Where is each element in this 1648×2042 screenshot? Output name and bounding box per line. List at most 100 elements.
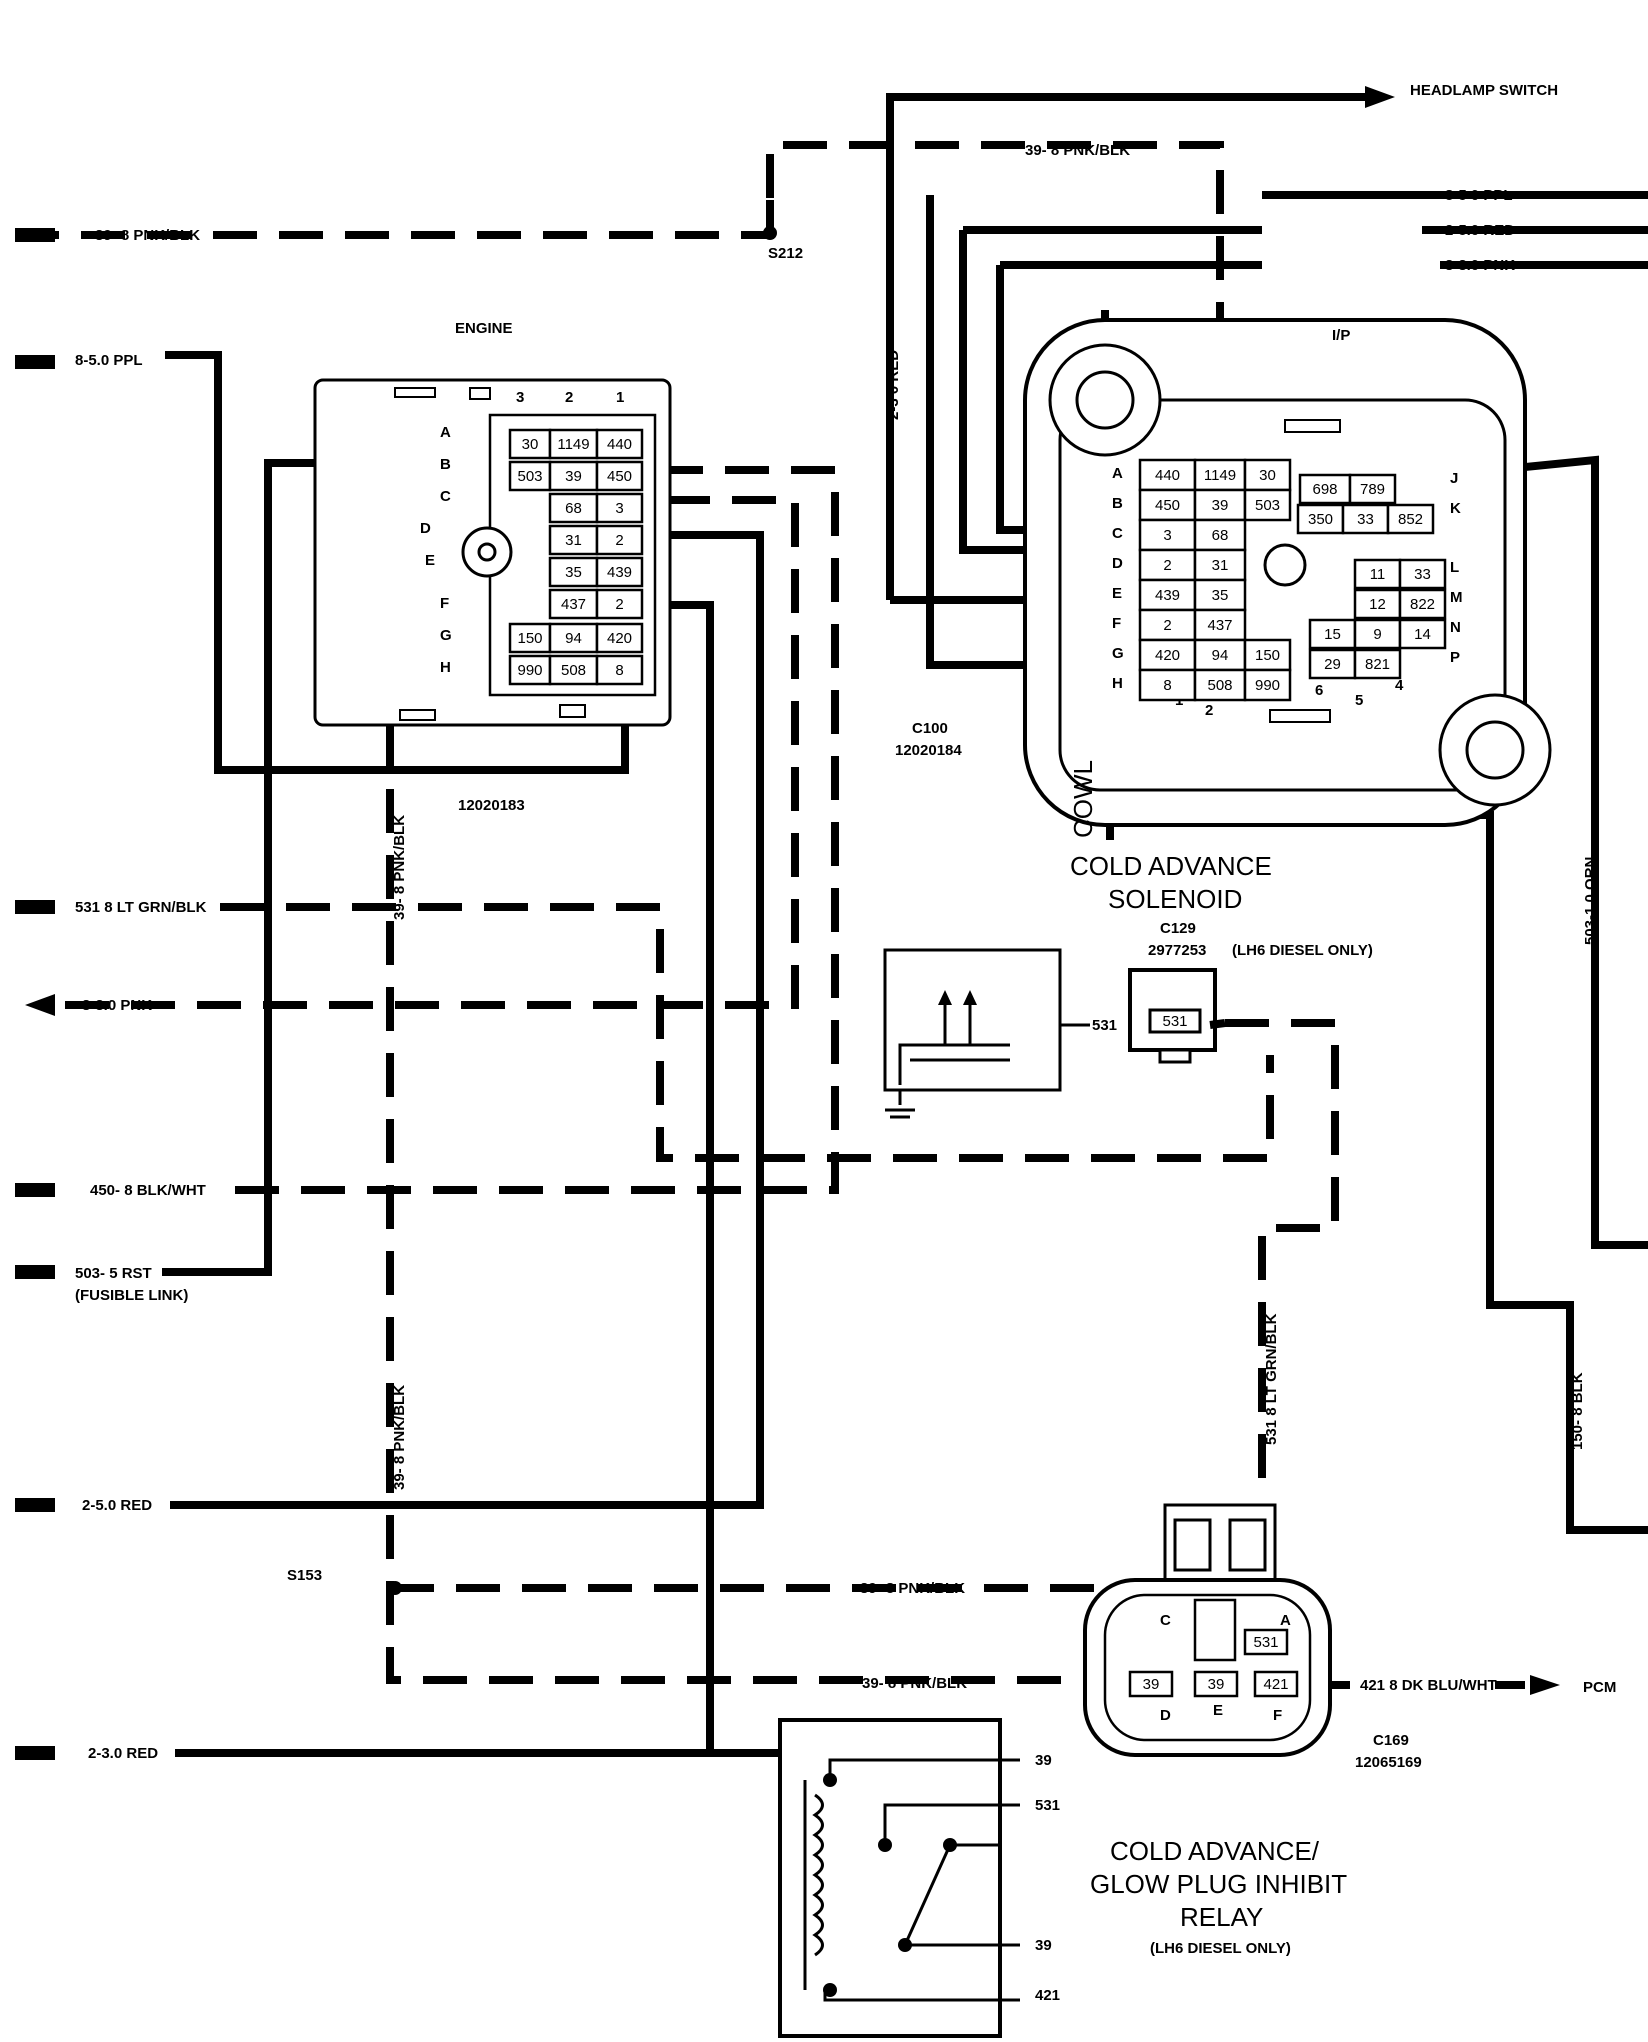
- orn-label: 503-1 0 ORN: [1582, 857, 1599, 945]
- cold-sol-2: SOLENOID: [1108, 884, 1242, 914]
- heater-pin-label: 531: [1092, 1017, 1117, 1034]
- engine-label: ENGINE: [455, 320, 513, 337]
- ip-cell-25: 11: [1370, 566, 1386, 583]
- ip-cell-7-box: [1193, 518, 1247, 552]
- ip-cell-26: 33: [1414, 566, 1431, 583]
- engine-cell-19-box: [595, 654, 644, 686]
- ip-cell-32-box: [1308, 648, 1357, 680]
- ip-row-E: E: [1112, 585, 1122, 602]
- solid-wires: [15, 86, 1648, 1760]
- ip-cell-20: 698: [1312, 481, 1337, 498]
- dkblu-label: 421 8 DK BLU/WHT: [1360, 1677, 1497, 1694]
- ip-bottom-6: 6: [1315, 682, 1323, 699]
- red-vert: 2-3 0 RED: [885, 350, 902, 420]
- ip-cell-13-box: [1193, 608, 1247, 642]
- ip-row-J: J: [1450, 470, 1458, 487]
- ip-cell-18: 508: [1207, 677, 1232, 694]
- rst-label: 503- 5 RST: [75, 1265, 152, 1282]
- engine-cell-12-box: [548, 588, 599, 620]
- engine-cell-1-box: [548, 428, 599, 460]
- ip-cell-28-box: [1398, 588, 1447, 620]
- ip-cell-16-box: [1243, 638, 1292, 672]
- engine-row-F: F: [440, 595, 449, 612]
- ip-row-D: D: [1112, 555, 1123, 572]
- cold-sol-1: COLD ADVANCE: [1070, 851, 1272, 881]
- blkwht-label: 450- 8 BLK/WHT: [90, 1182, 206, 1199]
- engine-cell-5-box: [595, 460, 644, 492]
- engine-cell-6-box: [548, 492, 599, 524]
- ip-cell-5-box: [1243, 488, 1292, 522]
- c169-cell-39a: 39: [1143, 1676, 1160, 1693]
- ip-row-H: H: [1112, 675, 1123, 692]
- engine-cell-2: 440: [607, 436, 632, 453]
- s212-label: S212: [768, 245, 803, 262]
- engine-cell-8: 31: [565, 532, 582, 549]
- pnkblk-top: 39- 8 PNK/BLK: [1025, 142, 1130, 159]
- ip-cell-2-box: [1243, 458, 1292, 492]
- ip-row-F: F: [1112, 615, 1121, 632]
- ip-row-G: G: [1112, 645, 1124, 662]
- ip-cell-32: 29: [1324, 656, 1341, 673]
- pnk-right: 3-3.0 PNK: [1445, 257, 1515, 274]
- c169-cell-531-box: [1243, 1628, 1289, 1656]
- pnkblk-v2: 39- 8 PNK/BLK: [391, 1385, 408, 1490]
- engine-cell-16: 420: [607, 630, 632, 647]
- c129-lh6: (LH6 DIESEL ONLY): [1232, 942, 1373, 959]
- relay-title-3: RELAY: [1180, 1902, 1263, 1932]
- engine-cell-11: 439: [607, 564, 632, 581]
- ip-cell-22-box: [1296, 503, 1345, 535]
- engine-cell-7: 3: [615, 500, 623, 517]
- c169-cell-39b: 39: [1208, 1676, 1225, 1693]
- engine-row-H: H: [440, 659, 451, 676]
- pcm-label: PCM: [1583, 1679, 1616, 1696]
- engine-cell-17: 990: [517, 662, 542, 679]
- relay-box: 39 531 39 421: [778, 1718, 1060, 2038]
- c100-part: 12020184: [895, 742, 962, 759]
- engine-cell-4: 39: [565, 468, 582, 485]
- engine-row-G: G: [440, 627, 452, 644]
- ip-cell-29-box: [1308, 618, 1357, 650]
- ip-cell-31: 14: [1414, 626, 1431, 643]
- engine-cell-19: 8: [615, 662, 623, 679]
- c169-cell-39b-box: [1193, 1670, 1239, 1698]
- c129-label: C129: [1160, 920, 1196, 937]
- engine-cell-0: 30: [522, 436, 539, 453]
- c169-letter-D: D: [1160, 1707, 1171, 1724]
- ip-cell-3: 450: [1155, 497, 1180, 514]
- engine-row-A: A: [440, 424, 451, 441]
- ip-cell-14: 420: [1155, 647, 1180, 664]
- relay-title-2: GLOW PLUG INHIBIT: [1090, 1869, 1347, 1899]
- ip-cell-12: 2: [1163, 617, 1171, 634]
- engine-col-2: 2: [565, 389, 573, 406]
- ip-cell-33-box: [1353, 648, 1402, 680]
- ip-row-N: N: [1450, 619, 1461, 636]
- c169-letter-C: C: [1160, 1612, 1171, 1629]
- ip-row-L: L: [1450, 559, 1459, 576]
- ip-cell-27-box: [1353, 588, 1402, 620]
- ip-cell-19: 990: [1255, 677, 1280, 694]
- ip-cell-13: 437: [1207, 617, 1232, 634]
- ip-bottom-5: 5: [1355, 692, 1363, 709]
- engine-cell-7-box: [595, 492, 644, 524]
- ip-cell-16: 150: [1255, 647, 1280, 664]
- ltgrn-left: 531 8 LT GRN/BLK: [75, 899, 207, 916]
- red30-label: 2-3.0 RED: [88, 1745, 158, 1762]
- ip-cell-11: 35: [1212, 587, 1229, 604]
- ip-cell-24: 852: [1398, 511, 1423, 528]
- ip-cell-30: 9: [1373, 626, 1381, 643]
- c169-letter-A: A: [1280, 1612, 1291, 1629]
- ip-cell-18-box: [1193, 668, 1247, 702]
- c169-cell-421: 421: [1263, 1676, 1288, 1693]
- heater-symbol: 531: [883, 948, 1117, 1119]
- ip-cell-4: 39: [1212, 497, 1229, 514]
- c169-cell-421-box: [1253, 1670, 1299, 1698]
- engine-cell-18: 508: [561, 662, 586, 679]
- headlamp-label: HEADLAMP SWITCH: [1410, 82, 1558, 99]
- labels: HEADLAMP SWITCH 39- 8 PNK/BLK 39- 8 PNK/…: [75, 82, 1616, 1957]
- engine-cell-9-box: [595, 524, 644, 556]
- ip-cell-17: 8: [1163, 677, 1171, 694]
- red-right: 2-5.0 RED: [1445, 222, 1515, 239]
- engine-cell-2-box: [595, 428, 644, 460]
- relay-pin-531: 531: [1035, 1797, 1060, 1814]
